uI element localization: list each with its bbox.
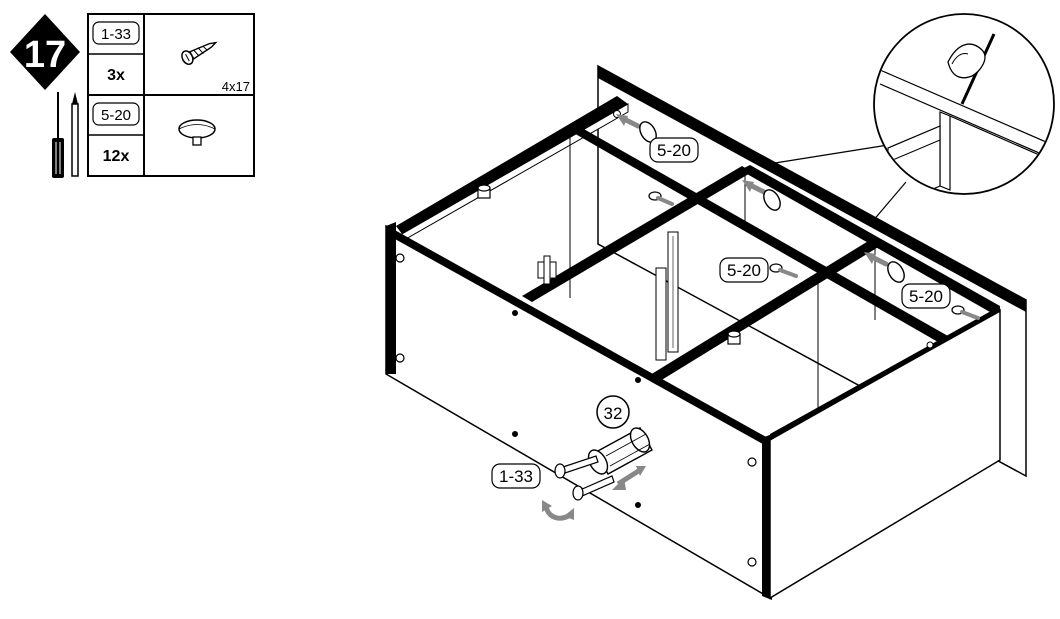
shelf-support-pin-icon bbox=[769, 263, 798, 278]
hinge-bracket bbox=[537, 255, 557, 285]
part-quantity: 12x bbox=[103, 148, 130, 165]
callout-pin-label-text: 5-20 bbox=[657, 141, 691, 160]
callout-pin-label: 5-20 bbox=[719, 257, 769, 283]
callout-screw-label: 1-33 bbox=[491, 463, 541, 489]
divider-long bbox=[572, 128, 948, 342]
adjust-arrow-icon bbox=[612, 466, 646, 490]
divider-short bbox=[650, 240, 880, 381]
peg bbox=[477, 184, 491, 199]
callout-pin-label-text: 5-20 bbox=[909, 287, 943, 306]
shelf-support-pin-icon bbox=[178, 119, 216, 146]
screw-icon bbox=[554, 455, 599, 479]
callout-screw-label-text: 1-33 bbox=[499, 467, 533, 486]
drawer-rail bbox=[655, 231, 679, 361]
step-badge: 17 bbox=[10, 14, 80, 90]
parts-table: 1-33 3x 4x17 5-20 12x bbox=[87, 13, 255, 177]
part-code-badge: 1-33 bbox=[92, 21, 140, 45]
handle-part-number: 32 bbox=[604, 404, 623, 423]
callout-pin-label-text: 5-20 bbox=[727, 261, 761, 280]
shelf-pin-insertion-arrows bbox=[616, 114, 980, 320]
screw-icon bbox=[181, 41, 218, 65]
shelf-support-pin-icon bbox=[648, 191, 674, 206]
detail-magnifier bbox=[774, 13, 1055, 223]
part-code-badge: 5-20 bbox=[92, 102, 140, 126]
screw-icon bbox=[572, 475, 615, 501]
shelf-support-pin-icon bbox=[616, 114, 657, 143]
part-quantity: 3x bbox=[107, 67, 125, 84]
handle-assembly bbox=[542, 427, 653, 521]
callout-pin-label: 5-20 bbox=[649, 137, 699, 163]
callout-part-number: 32 bbox=[596, 395, 630, 429]
shelf-support-pin-icon bbox=[864, 252, 905, 283]
step-number: 17 bbox=[24, 34, 66, 76]
tools-icon-group bbox=[52, 92, 79, 178]
part-code: 1-33 bbox=[101, 26, 131, 43]
divider-middle bbox=[522, 166, 752, 302]
left-side-panel bbox=[396, 96, 628, 234]
part-code: 5-20 bbox=[101, 107, 131, 124]
pencil-icon bbox=[71, 92, 79, 177]
rotate-arrow-icon bbox=[542, 500, 574, 521]
callout-pin-label: 5-20 bbox=[901, 283, 951, 309]
cabinet-body bbox=[385, 64, 1027, 600]
shelf-support-pin-icon bbox=[742, 180, 781, 211]
shelf-support-pin-icon bbox=[951, 305, 980, 320]
hand-with-pencil-icon bbox=[947, 33, 996, 105]
screwdriver-icon bbox=[52, 92, 64, 178]
screw-size: 4x17 bbox=[222, 79, 250, 94]
peg bbox=[727, 330, 741, 345]
